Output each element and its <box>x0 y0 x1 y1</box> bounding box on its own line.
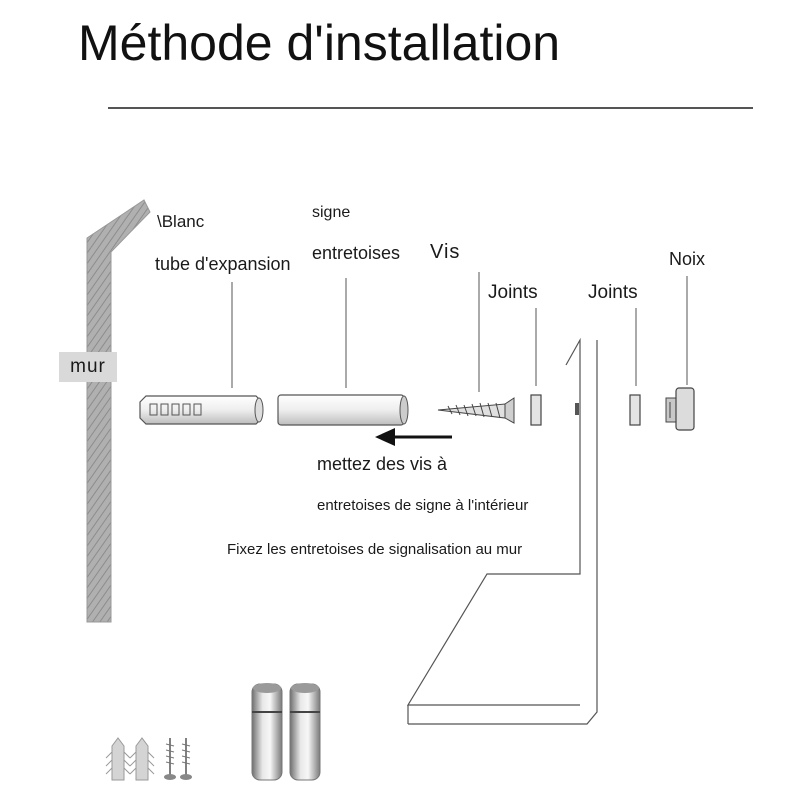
nut-icon <box>665 387 695 431</box>
gasket-icon <box>629 394 641 426</box>
wall-icon <box>86 199 151 623</box>
label-noix: Noix <box>669 249 706 269</box>
label-vis: Vis <box>430 241 461 263</box>
label-joints-2: Joints <box>588 282 638 303</box>
instruction-line-3: Fixez les entretoises de signalisation a… <box>227 541 523 558</box>
label-mur: mur <box>59 352 117 382</box>
page-title: Méthode d'installation <box>78 15 561 71</box>
instruction-line-2: entretoises de signe à l'intérieur <box>317 497 529 514</box>
sign-panel-icon <box>406 337 598 725</box>
label-blanc: \Blanc <box>157 212 205 231</box>
title-divider <box>108 107 753 109</box>
arrow-left-icon <box>375 428 452 446</box>
expansion-tube-icon <box>139 395 264 425</box>
gasket-icon <box>530 394 542 426</box>
screw-icon <box>437 397 515 424</box>
label-tube-expansion: tube d'expansion <box>155 254 291 274</box>
label-joints-1: Joints <box>488 282 538 303</box>
spacer-icon <box>277 394 409 426</box>
label-entretoises: entretoises <box>312 243 401 263</box>
leader-lines <box>231 272 688 392</box>
product-photo-icon <box>105 683 321 781</box>
label-signe: signe <box>312 204 351 221</box>
instruction-line-1: mettez des vis à <box>317 454 448 474</box>
